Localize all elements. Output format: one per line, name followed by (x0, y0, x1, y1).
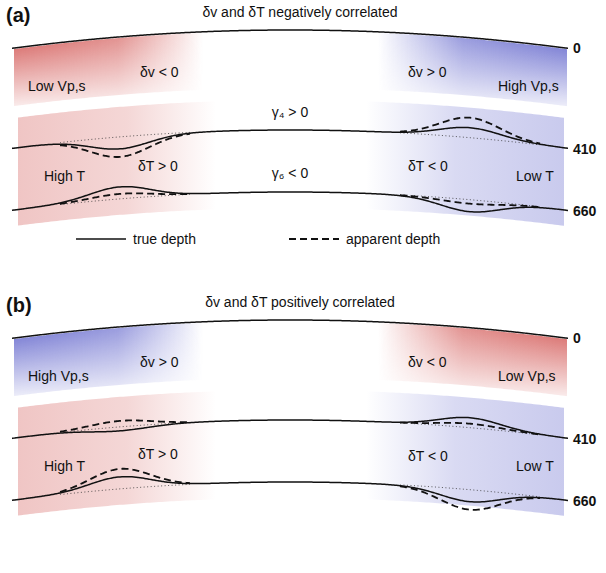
depth-label: 0 (573, 330, 581, 346)
annotation-label: δv > 0 (408, 64, 447, 80)
annotation-label: Low T (516, 168, 554, 184)
depth-label: 0 (573, 40, 581, 56)
annotation-label: δT > 0 (138, 446, 178, 462)
apparent-depth-line (60, 193, 190, 204)
reference-depth-dotted (400, 485, 540, 497)
legend-line-sample (288, 233, 340, 245)
velocity-anomaly-shading (14, 33, 203, 106)
velocity-anomaly-shading (18, 391, 216, 515)
annotation-label: Low T (516, 458, 554, 474)
depth-label: 660 (573, 493, 596, 509)
velocity-anomaly-shading (378, 323, 567, 396)
annotation-label: δv > 0 (140, 354, 179, 370)
annotation-label: High T (44, 168, 85, 184)
legend-label: true depth (133, 231, 196, 247)
true-depth-line (12, 127, 568, 149)
annotation-label: γ₆ < 0 (272, 165, 308, 181)
surface-line (12, 320, 568, 338)
apparent-depth-line (400, 423, 540, 435)
panel-title: δv and δT positively correlated (205, 294, 395, 310)
legend-label: apparent depth (346, 231, 440, 247)
reference-depth-dotted (400, 133, 540, 145)
apparent-depth-line (400, 195, 540, 207)
legend-line-sample (75, 233, 127, 245)
annotation-label: High Vp,s (28, 368, 89, 384)
annotation-label: δv < 0 (140, 64, 179, 80)
legend-line (289, 238, 339, 240)
depth-label: 410 (573, 141, 596, 157)
annotation-label: δT < 0 (408, 448, 448, 464)
panel-letter: (a) (6, 4, 30, 27)
velocity-anomaly-shading (18, 101, 216, 225)
annotation-label: δT < 0 (408, 158, 448, 174)
true-depth-line (12, 417, 568, 438)
legend-line (76, 238, 126, 240)
legend-item: apparent depth (288, 231, 440, 247)
true-depth-line (12, 187, 568, 212)
depth-label: 660 (573, 203, 596, 219)
reference-depth-dotted (400, 423, 540, 435)
surface-line (12, 30, 568, 48)
panel-title: δv and δT negatively correlated (202, 4, 397, 20)
velocity-anomaly-shading (14, 323, 203, 396)
annotation-label: Low Vp,s (498, 368, 556, 384)
reference-depth-dotted (60, 484, 190, 494)
true-depth-line (12, 477, 568, 502)
depth-label: 410 (573, 431, 596, 447)
annotation-label: High T (44, 458, 85, 474)
reference-depth-dotted (60, 194, 190, 204)
reference-depth-dotted (400, 195, 540, 207)
velocity-anomaly-shading (378, 33, 567, 106)
annotation-label: δT > 0 (138, 158, 178, 174)
annotation-label: High Vp,s (498, 78, 559, 94)
annotation-label: γ₄ > 0 (272, 104, 308, 120)
annotation-label: δv < 0 (408, 354, 447, 370)
panel-letter: (b) (6, 294, 32, 317)
annotation-label: Low Vp,s (28, 78, 86, 94)
legend-item: true depth (75, 231, 196, 247)
